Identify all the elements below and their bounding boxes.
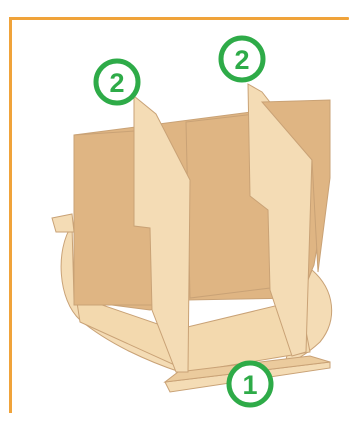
callout-label: 2: [109, 68, 124, 98]
callout-badge-1: 1: [226, 360, 274, 408]
frame-top-border: [9, 17, 349, 20]
callout-badge-2-right: 2: [218, 35, 266, 83]
right-side-panel: [260, 99, 331, 273]
callout-label: 2: [234, 45, 249, 75]
left-tab: [51, 213, 75, 233]
callout-badge-2-left: 2: [93, 58, 141, 106]
callout-label: 1: [242, 370, 257, 400]
numbered-callout-badge: [218, 35, 266, 83]
numbered-callout-badge: [93, 58, 141, 106]
frame-left-border: [9, 17, 12, 413]
numbered-callout-badge: [226, 360, 274, 408]
left-divider: [133, 94, 191, 373]
